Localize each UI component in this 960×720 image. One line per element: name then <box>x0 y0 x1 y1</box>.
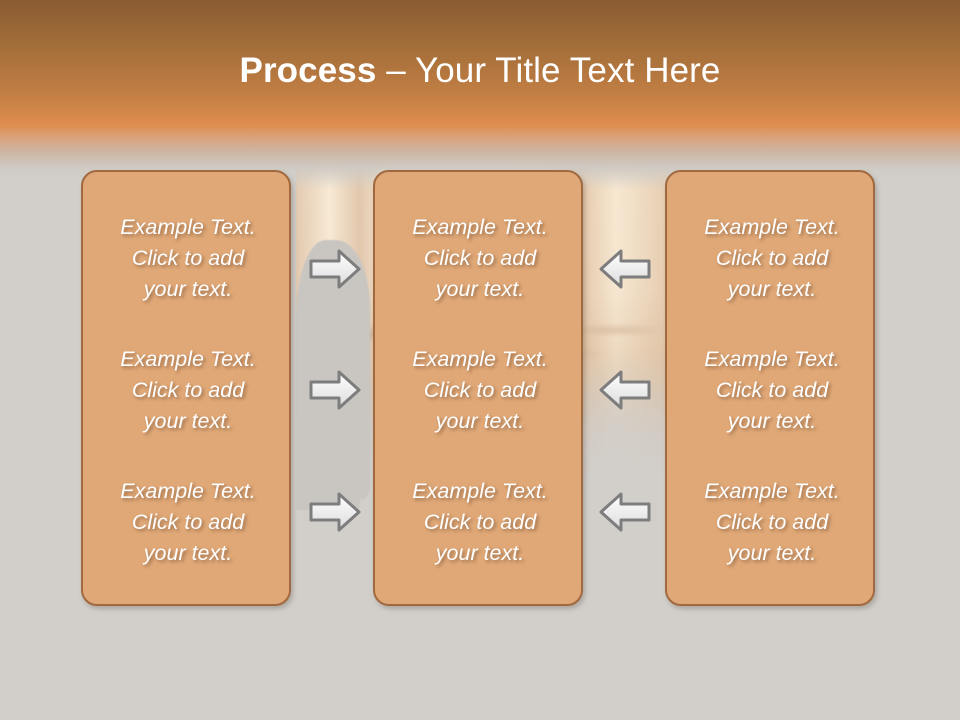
cell-line-1: Example Text. <box>412 347 548 371</box>
cell-line-2: Click to add <box>423 378 537 402</box>
cell-line-2: Click to add <box>715 378 829 402</box>
arrow-left-icon <box>599 247 651 291</box>
process-column-right[interactable]: Example Text. Click to add your text. Ex… <box>665 170 875 606</box>
cell-line-3: your text. <box>435 277 525 301</box>
photo-silhouette-shape <box>296 240 370 510</box>
arrow-right-icon <box>309 368 361 412</box>
cell-line-2: Click to add <box>131 246 245 270</box>
cell-line-1: Example Text. <box>120 347 256 371</box>
process-cell[interactable]: Example Text. Click to add your text. <box>89 212 287 305</box>
process-cell[interactable]: Example Text. Click to add your text. <box>673 344 871 437</box>
process-cell[interactable]: Example Text. Click to add your text. <box>673 476 871 569</box>
cell-line-3: your text. <box>143 541 233 565</box>
process-cell[interactable]: Example Text. Click to add your text. <box>381 476 579 569</box>
process-column-middle[interactable]: Example Text. Click to add your text. Ex… <box>373 170 583 606</box>
process-cell[interactable]: Example Text. Click to add your text. <box>89 476 287 569</box>
cell-line-3: your text. <box>435 409 525 433</box>
cell-line-3: your text. <box>435 541 525 565</box>
cell-line-2: Click to add <box>423 246 537 270</box>
arrow-left-icon <box>599 490 651 534</box>
page-title: Process – Your Title Text Here <box>0 49 960 93</box>
process-column-left[interactable]: Example Text. Click to add your text. Ex… <box>81 170 291 606</box>
arrow-left-icon <box>599 368 651 412</box>
cell-line-3: your text. <box>143 277 233 301</box>
cell-line-2: Click to add <box>715 246 829 270</box>
cell-line-2: Click to add <box>131 510 245 534</box>
cell-line-1: Example Text. <box>412 215 548 239</box>
cell-line-3: your text. <box>727 541 817 565</box>
cell-line-1: Example Text. <box>704 347 840 371</box>
cell-line-1: Example Text. <box>412 479 548 503</box>
arrow-right-icon <box>309 247 361 291</box>
process-cell[interactable]: Example Text. Click to add your text. <box>381 344 579 437</box>
cell-line-3: your text. <box>727 409 817 433</box>
cell-line-2: Click to add <box>423 510 537 534</box>
cell-line-3: your text. <box>727 277 817 301</box>
cell-line-1: Example Text. <box>704 215 840 239</box>
page-title-rest: – Your Title Text Here <box>376 51 721 90</box>
cell-line-1: Example Text. <box>704 479 840 503</box>
process-cell[interactable]: Example Text. Click to add your text. <box>89 344 287 437</box>
cell-line-1: Example Text. <box>120 215 256 239</box>
process-cell[interactable]: Example Text. Click to add your text. <box>381 212 579 305</box>
cell-line-2: Click to add <box>715 510 829 534</box>
page-title-strong: Process <box>239 51 377 90</box>
header-band <box>0 0 960 190</box>
arrow-right-icon <box>309 490 361 534</box>
cell-line-3: your text. <box>143 409 233 433</box>
process-cell[interactable]: Example Text. Click to add your text. <box>673 212 871 305</box>
cell-line-1: Example Text. <box>120 479 256 503</box>
cell-line-2: Click to add <box>131 378 245 402</box>
